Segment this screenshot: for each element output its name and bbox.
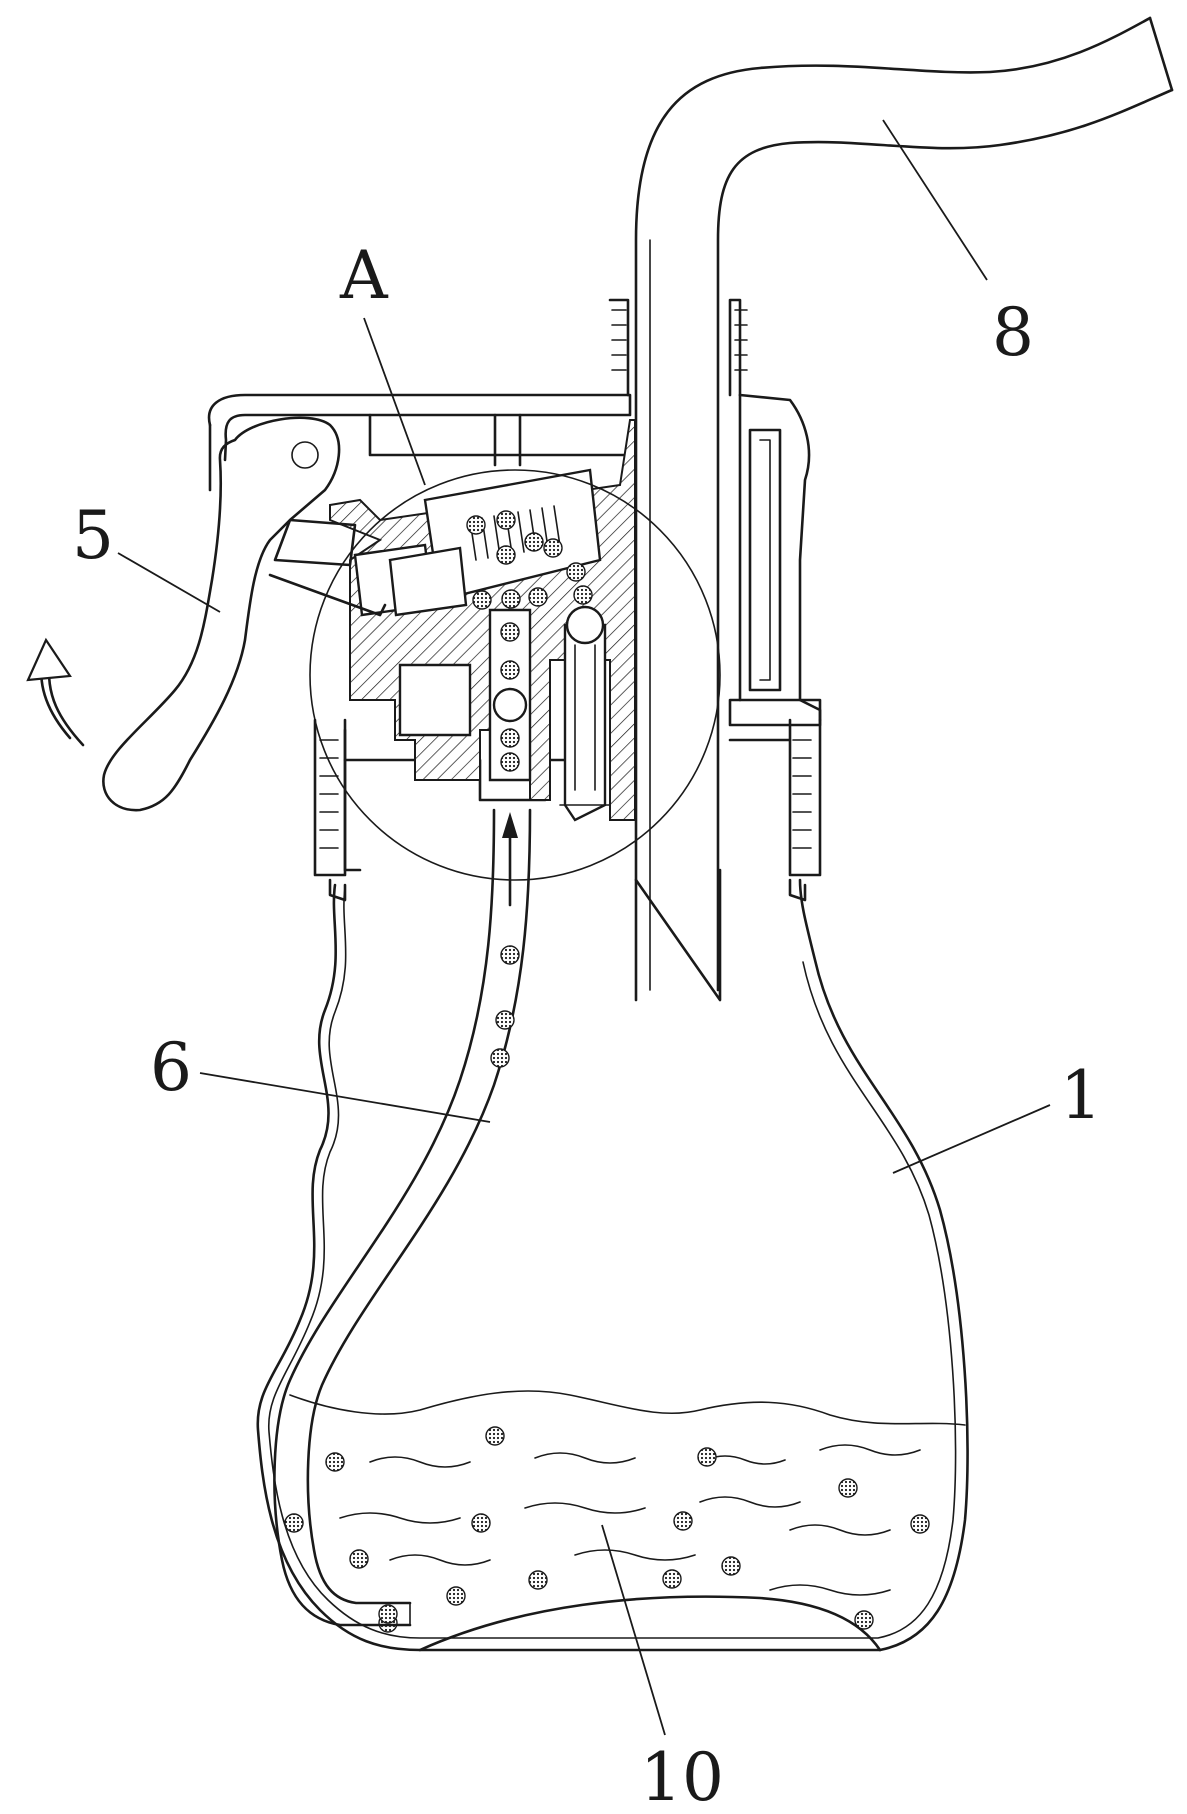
label-detail-a: A (339, 237, 389, 314)
liquid (284, 1390, 966, 1633)
suction-tube (273, 808, 532, 1627)
leader-lines (117, 119, 1051, 1736)
sprayer-head (207, 298, 822, 877)
label-suction-tube: 6 (150, 1029, 192, 1106)
trigger-lever (26, 416, 387, 812)
label-liquid: 10 (640, 1739, 724, 1814)
outlet-tube (634, 16, 1174, 1002)
label-outlet-tube: 8 (992, 294, 1034, 371)
detail-a-mechanism (309, 419, 721, 881)
reference-labels: A 5 6 1 8 10 (72, 237, 1102, 1814)
label-bottle: 1 (1060, 1057, 1102, 1134)
liquid-wave-marks (339, 1444, 921, 1596)
label-lever: 5 (72, 497, 114, 574)
